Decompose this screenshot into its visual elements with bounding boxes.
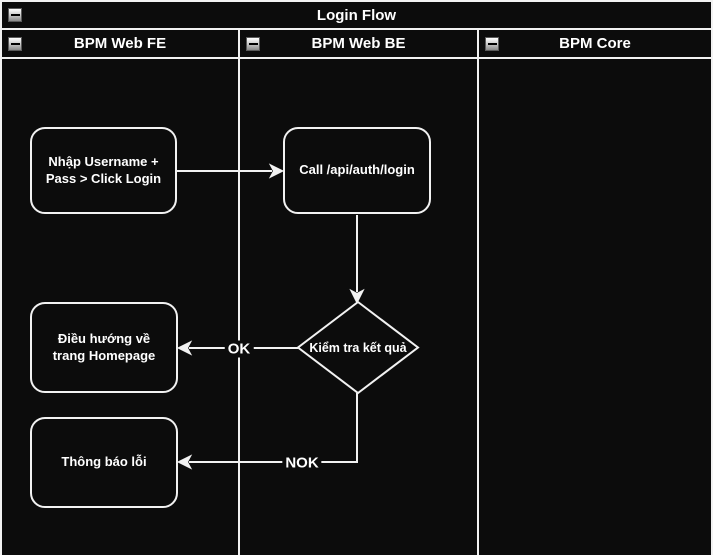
- node-input-login[interactable]: Nhập Username + Pass > Click Login: [30, 127, 177, 214]
- collapse-lane-be-icon[interactable]: [246, 36, 260, 51]
- pool-title-separator: [0, 28, 713, 30]
- arrowhead-right-icon: [268, 163, 285, 179]
- pool-top-border: [0, 0, 713, 2]
- node-label: Điều hướng về trang Homepage: [52, 331, 156, 363]
- edge-label-nok[interactable]: NOK: [282, 454, 322, 472]
- minus-glyph: [248, 42, 258, 45]
- edge-label-ok[interactable]: OK: [224, 340, 254, 358]
- lane-divider-be-core: [477, 30, 479, 555]
- minus-glyph: [10, 14, 20, 16]
- arrowhead-left-icon: [176, 454, 193, 470]
- lane-title: BPM Core: [559, 35, 631, 52]
- arrowhead-down-icon: [349, 288, 365, 305]
- pool-left-border: [0, 0, 2, 555]
- node-label: Thông báo lỗi: [61, 454, 147, 470]
- pool-title: Login Flow: [316, 6, 397, 24]
- minus-glyph: [10, 42, 20, 45]
- decision-check-result-label[interactable]: Kiểm tra kết quả: [309, 340, 407, 355]
- node-error-message[interactable]: Thông báo lỗi: [30, 417, 178, 508]
- node-navigate-homepage[interactable]: Điều hướng về trang Homepage: [30, 302, 178, 393]
- edge-nok[interactable]: [189, 393, 358, 463]
- lane-header-bpm-web-be[interactable]: BPM Web BE: [240, 30, 477, 57]
- node-label: Call /api/auth/login: [299, 162, 415, 178]
- pool-right-border: [711, 0, 713, 555]
- decision-check-result-shape[interactable]: [296, 300, 420, 395]
- collapse-lane-core-icon[interactable]: [485, 36, 499, 51]
- collapse-lane-fe-icon[interactable]: [8, 36, 22, 51]
- lane-header-bpm-core[interactable]: BPM Core: [479, 30, 711, 57]
- lane-divider-fe-be: [238, 30, 240, 555]
- lane-title: BPM Web FE: [73, 35, 167, 52]
- node-label: Nhập Username + Pass > Click Login: [45, 154, 162, 186]
- lane-title: BPM Web BE: [311, 35, 406, 52]
- pool-title-row[interactable]: Login Flow: [2, 2, 711, 28]
- arrowhead-left-icon: [176, 340, 193, 356]
- node-call-api[interactable]: Call /api/auth/login: [283, 127, 431, 214]
- lane-header-bpm-web-fe[interactable]: BPM Web FE: [2, 30, 238, 57]
- lane-header-separator: [0, 57, 713, 59]
- collapse-pool-icon[interactable]: [8, 8, 22, 22]
- minus-glyph: [487, 42, 497, 45]
